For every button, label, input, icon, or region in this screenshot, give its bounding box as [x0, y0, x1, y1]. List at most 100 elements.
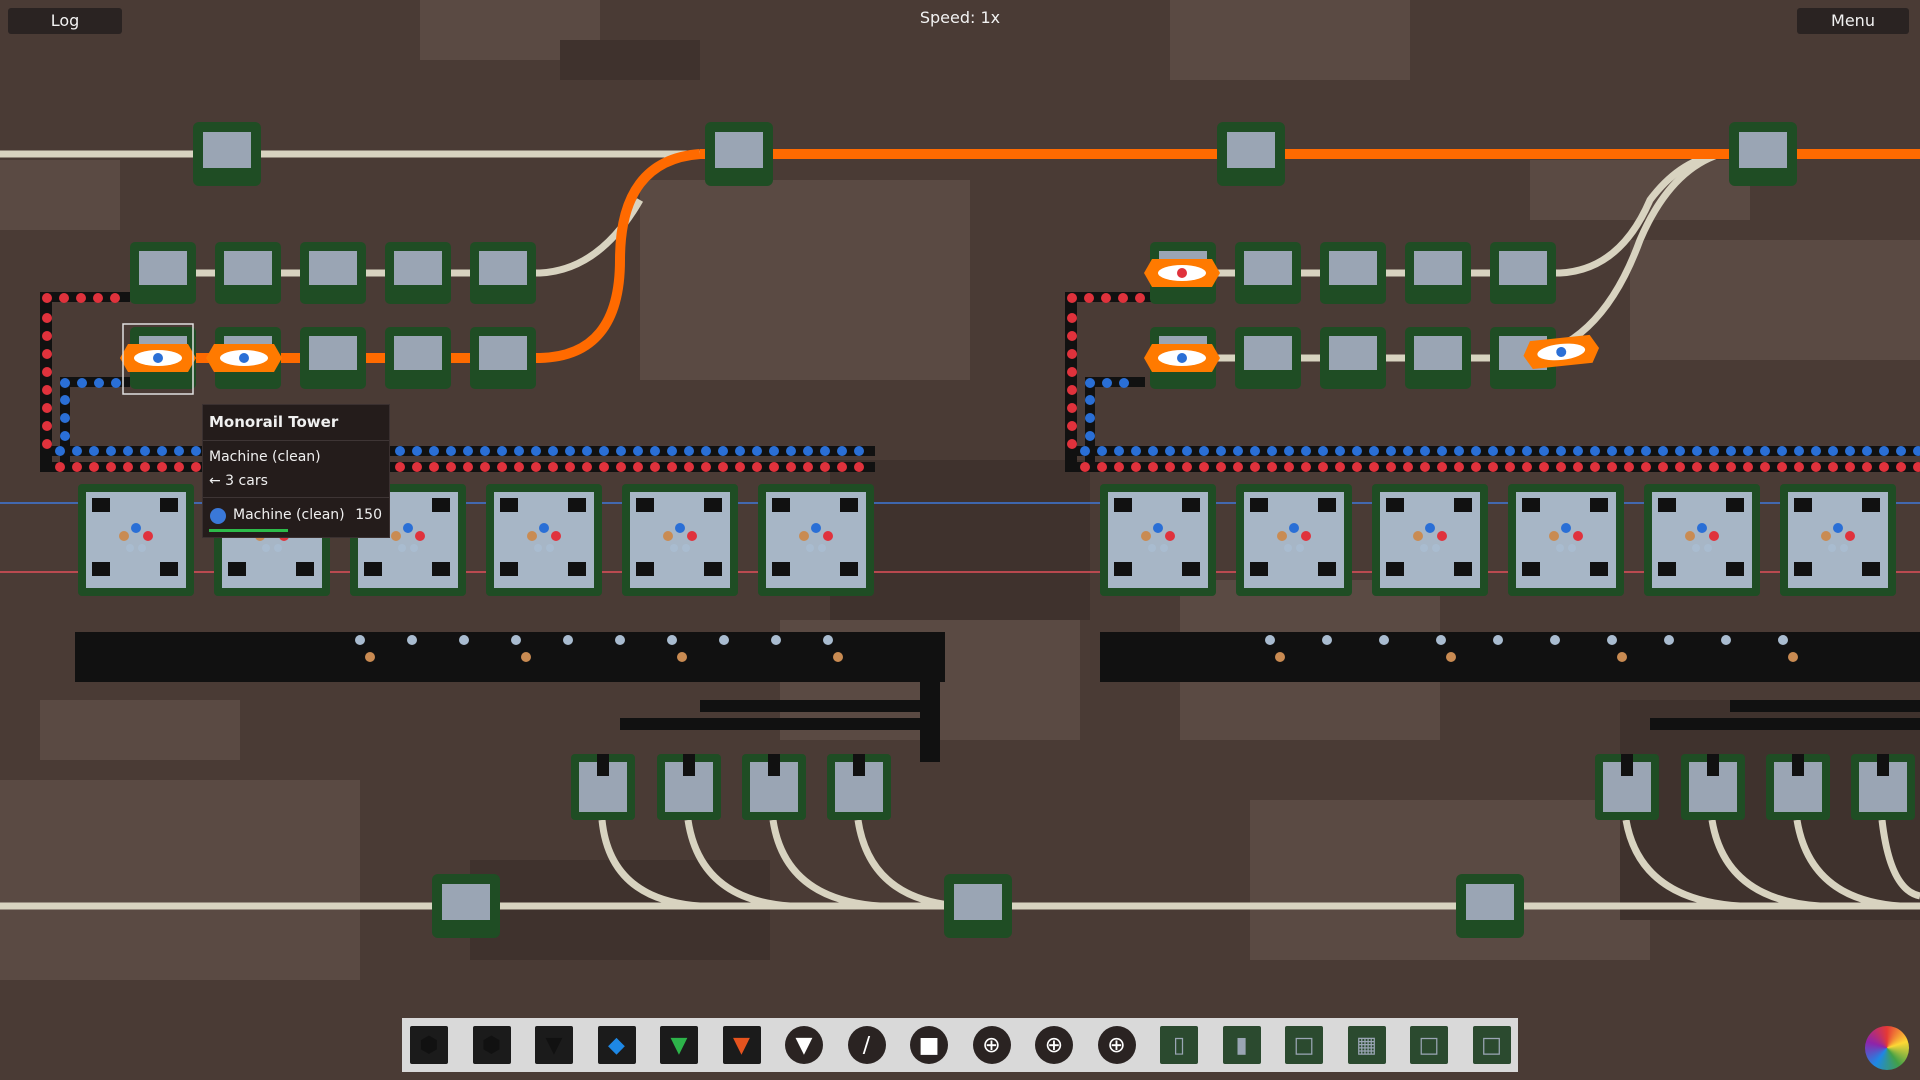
tower-single-icon[interactable]: ▯ — [1160, 1026, 1198, 1064]
station-platform[interactable] — [1490, 242, 1556, 304]
factory[interactable] — [1100, 484, 1216, 596]
blue-item — [89, 446, 99, 456]
factories[interactable] — [78, 484, 1896, 662]
triangle-down-green-icon[interactable]: ▼ — [660, 1026, 698, 1064]
white-item — [719, 635, 729, 645]
build-toolbar: ⬢ ⬢ ▼ ◆ ▼ ▼ ▼ ∕ ■ ⊕ ⊕ ⊕ ▯ ▮ □ ▦ □ □ — [402, 1018, 1518, 1072]
tower-double-icon[interactable]: ▮ — [1222, 1026, 1261, 1064]
blue-item — [395, 446, 405, 456]
merge-down-icon[interactable]: ⊕ — [972, 1026, 1011, 1064]
factory[interactable] — [1780, 484, 1896, 596]
factory[interactable] — [1236, 484, 1352, 596]
blue-item — [1709, 446, 1719, 456]
belt-dot-row-right — [1080, 446, 1920, 472]
tan-item — [365, 652, 375, 662]
tan-item — [521, 652, 531, 662]
red-item — [446, 462, 456, 472]
red-item — [1335, 462, 1345, 472]
red-item — [1913, 462, 1920, 472]
unloader[interactable] — [1595, 754, 1659, 820]
station-platform[interactable] — [385, 242, 451, 304]
station-platform[interactable] — [215, 242, 281, 304]
stop-square-icon[interactable]: ■ — [910, 1026, 948, 1064]
tan-item — [1788, 652, 1798, 662]
blue-item — [1131, 446, 1141, 456]
tower-corner-icon[interactable]: □ — [1285, 1026, 1323, 1064]
blue-item — [1471, 446, 1481, 456]
triangle-down-dark-icon[interactable]: ▼ — [535, 1026, 573, 1064]
blue-item — [548, 446, 558, 456]
monorail-car — [206, 344, 282, 372]
unloader[interactable] — [1851, 754, 1915, 820]
unloader[interactable] — [571, 754, 635, 820]
cross-sides-icon[interactable]: ⊕ — [1097, 1026, 1136, 1064]
station-platform[interactable] — [1405, 242, 1471, 304]
blue-item — [1658, 446, 1668, 456]
add-hex-icon[interactable]: ⬢ — [410, 1026, 448, 1064]
unloader[interactable] — [742, 754, 806, 820]
menu-button[interactable]: Menu — [1797, 8, 1909, 34]
station-platform[interactable] — [300, 327, 366, 389]
unloaders[interactable] — [571, 754, 1915, 820]
unloader[interactable] — [1681, 754, 1745, 820]
tower-empty-icon[interactable]: □ — [1472, 1026, 1511, 1064]
factory[interactable] — [622, 484, 738, 596]
red-item — [1556, 462, 1566, 472]
blue-item — [854, 446, 864, 456]
unloader[interactable] — [1766, 754, 1830, 820]
split-arrows-icon[interactable]: ◆ — [597, 1026, 636, 1064]
color-wheel-icon[interactable] — [1865, 1026, 1909, 1070]
station-platform[interactable] — [1235, 327, 1301, 389]
red-item — [633, 462, 643, 472]
station-platform[interactable] — [1320, 242, 1386, 304]
log-button[interactable]: Log — [8, 8, 122, 34]
station-platform[interactable] — [300, 242, 366, 304]
triangle-down-orange-icon[interactable]: ▼ — [722, 1026, 761, 1064]
red-item — [854, 462, 864, 472]
blue-item — [1624, 446, 1634, 456]
station-platform[interactable] — [385, 327, 451, 389]
red-item — [599, 462, 609, 472]
red-item — [1403, 462, 1413, 472]
blue-item — [1369, 446, 1379, 456]
slash-icon[interactable]: ∕ — [847, 1026, 886, 1064]
remove-hex-icon[interactable]: ⬢ — [472, 1026, 511, 1064]
machine-resource-icon — [210, 508, 226, 524]
blue-item — [140, 446, 150, 456]
factory[interactable] — [758, 484, 874, 596]
factory[interactable] — [486, 484, 602, 596]
tower-dot-icon[interactable]: □ — [1410, 1026, 1448, 1064]
monorail-cars[interactable] — [120, 259, 1601, 372]
white-item — [667, 635, 677, 645]
red-item — [803, 462, 813, 472]
red-item — [1182, 462, 1192, 472]
blue-item — [1760, 446, 1770, 456]
circle-down-icon[interactable]: ▼ — [785, 1026, 823, 1064]
station-platform[interactable] — [470, 242, 536, 304]
factory[interactable] — [78, 484, 194, 596]
unloader[interactable] — [657, 754, 721, 820]
blue-item — [1573, 446, 1583, 456]
blue-item — [582, 446, 592, 456]
tower-quad-icon[interactable]: ▦ — [1347, 1026, 1386, 1064]
red-item — [395, 462, 405, 472]
factory[interactable] — [1372, 484, 1488, 596]
station-platform[interactable] — [130, 242, 196, 304]
unloader-curves-left — [598, 819, 961, 910]
station-platform[interactable] — [470, 327, 536, 389]
station-platform[interactable] — [1405, 327, 1471, 389]
factory[interactable] — [1508, 484, 1624, 596]
blue-item — [616, 446, 626, 456]
factory[interactable] — [1644, 484, 1760, 596]
blue-item — [1641, 446, 1651, 456]
tan-item — [1275, 652, 1285, 662]
red-item — [1879, 462, 1889, 472]
unloader[interactable] — [827, 754, 891, 820]
rail-stops[interactable] — [193, 122, 1797, 938]
station-platform[interactable] — [1235, 242, 1301, 304]
blue-item — [1080, 446, 1090, 456]
station-platform[interactable] — [1320, 327, 1386, 389]
cross-down-icon[interactable]: ⊕ — [1035, 1026, 1073, 1064]
